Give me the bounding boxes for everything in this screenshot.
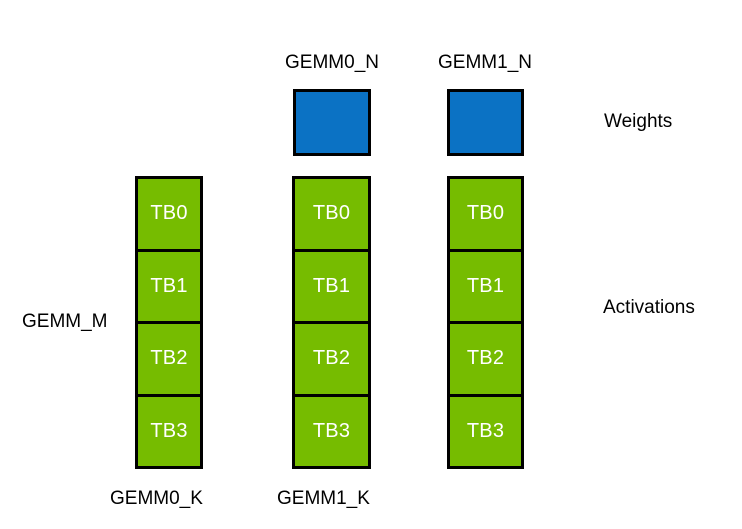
activation-cell: TB0 <box>138 179 200 249</box>
activation-cell: TB0 <box>295 179 368 249</box>
label-gemm-m: GEMM_M <box>22 311 108 332</box>
activation-cell: TB0 <box>450 179 521 249</box>
label-gemm1-k: GEMM1_K <box>277 488 370 509</box>
activation-cell: TB2 <box>295 321 368 394</box>
activation-cell: TB1 <box>450 248 521 321</box>
weight-block-0 <box>293 89 371 156</box>
activation-column-1: TB0 TB1 TB2 TB3 <box>292 176 371 469</box>
activation-cell: TB1 <box>138 248 200 321</box>
activation-cell: TB3 <box>138 393 200 466</box>
weight-block-1 <box>447 89 524 156</box>
label-weights: Weights <box>604 111 673 132</box>
label-gemm0-k: GEMM0_K <box>110 488 203 509</box>
activation-cell: TB1 <box>295 248 368 321</box>
activation-cell: TB2 <box>450 321 521 394</box>
label-activations: Activations <box>603 297 695 318</box>
label-gemm0-n-line1: GEMM0_N <box>285 52 379 73</box>
activation-column-2: TB0 TB1 TB2 TB3 <box>447 176 524 469</box>
activation-cell: TB2 <box>138 321 200 394</box>
label-gemm1-n-line1: GEMM1_N <box>438 52 532 73</box>
activation-column-0: TB0 TB1 TB2 TB3 <box>135 176 203 469</box>
activation-cell: TB3 <box>295 393 368 466</box>
activation-cell: TB3 <box>450 393 521 466</box>
